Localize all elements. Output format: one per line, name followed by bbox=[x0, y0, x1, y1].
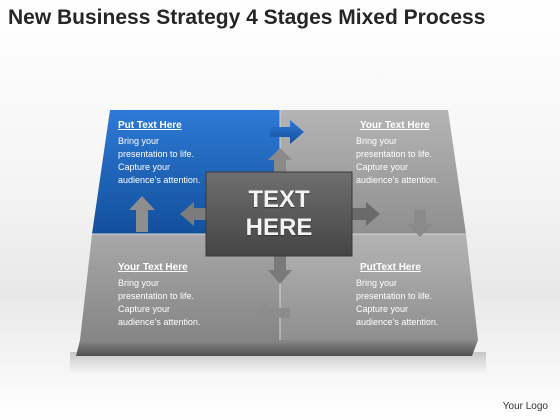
quadrant-4-panel bbox=[280, 234, 478, 340]
arrow-center-down-icon bbox=[268, 256, 292, 284]
quadrant-1-title: Put Text Here bbox=[118, 120, 182, 131]
quadrant-3-title: Your Text Here bbox=[118, 262, 188, 273]
quadrant-1-text: Put Text Here Bring your presentation to… bbox=[118, 120, 228, 187]
center-label-line2: HERE bbox=[245, 214, 313, 241]
center-box bbox=[205, 171, 353, 257]
board-edge bbox=[76, 340, 478, 356]
quadrant-3-body: Bring your presentation to life. Capture… bbox=[118, 278, 201, 327]
center-label-line1: TEXT bbox=[248, 186, 310, 213]
quadrant-1-body: Bring your presentation to life. Capture… bbox=[118, 136, 201, 185]
page-title: New Business Strategy 4 Stages Mixed Pro… bbox=[8, 6, 486, 29]
arrow-center-right-icon bbox=[352, 202, 380, 226]
quadrant-4-body: Bring your presentation to life. Capture… bbox=[356, 278, 439, 327]
arrow-left-bottom-icon bbox=[254, 301, 290, 325]
quadrant-2-body: Bring your presentation to life. Capture… bbox=[356, 136, 439, 185]
quadrant-2-title: Your Text Here bbox=[360, 120, 430, 131]
center-label: TEXT HERE bbox=[206, 172, 352, 256]
footer-logo: Your Logo bbox=[502, 401, 548, 412]
arrow-right-top-icon bbox=[270, 120, 304, 144]
quadrant-2-text: Your Text Here Bring your presentation t… bbox=[356, 120, 466, 187]
quadrant-3-panel bbox=[80, 234, 280, 340]
floor-shadow bbox=[70, 352, 486, 374]
arrow-up-left-icon bbox=[129, 196, 155, 232]
quadrant-4-text: PutText Here Bring your presentation to … bbox=[356, 262, 466, 329]
quadrant-4-title: PutText Here bbox=[360, 262, 421, 273]
arrow-down-right-icon bbox=[407, 210, 433, 237]
arrow-center-left-icon bbox=[180, 202, 206, 226]
arrow-center-up-icon bbox=[268, 148, 292, 172]
quadrant-3-text: Your Text Here Bring your presentation t… bbox=[118, 262, 228, 329]
